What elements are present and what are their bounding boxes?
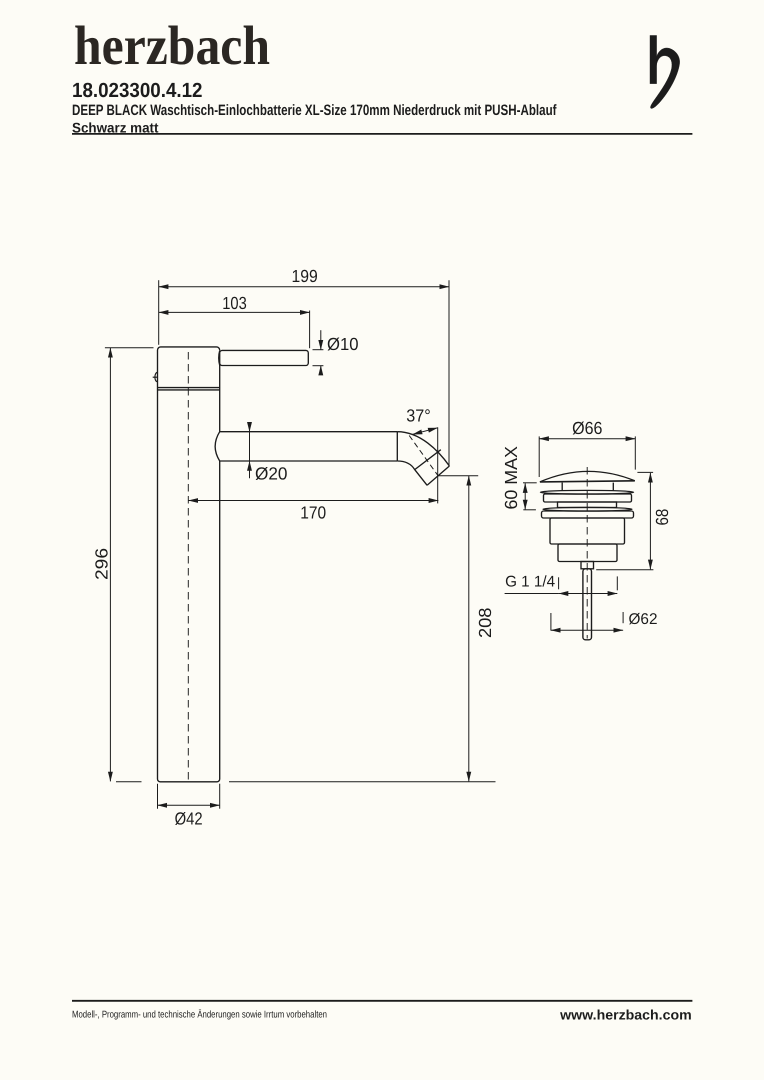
svg-text:Ø20: Ø20 <box>255 463 288 483</box>
svg-text:www.herzbach.com: www.herzbach.com <box>559 1007 692 1022</box>
svg-text:herzbach: herzbach <box>74 16 270 77</box>
svg-text:103: 103 <box>222 293 247 313</box>
svg-text:Modell-, Programm- und technis: Modell-, Programm- und technische Änderu… <box>72 1008 327 1020</box>
svg-text:Ø42: Ø42 <box>175 809 203 829</box>
svg-text:37°: 37° <box>406 405 431 425</box>
svg-text:199: 199 <box>292 266 318 286</box>
svg-text:G 1 1/4: G 1 1/4 <box>505 574 555 591</box>
svg-text:170: 170 <box>300 502 326 522</box>
svg-text:Ø62: Ø62 <box>629 611 658 628</box>
svg-text:60 MAX: 60 MAX <box>501 446 521 510</box>
svg-text:18.023300.4.12: 18.023300.4.12 <box>72 79 203 102</box>
svg-text:68: 68 <box>652 509 672 526</box>
svg-text:Ø10: Ø10 <box>327 334 359 354</box>
svg-text:208: 208 <box>475 608 495 639</box>
svg-text:296: 296 <box>91 548 111 580</box>
svg-text:Schwarz matt: Schwarz matt <box>72 119 159 135</box>
svg-text:DEEP BLACK Waschtisch-Einlochb: DEEP BLACK Waschtisch-Einlochbatterie XL… <box>72 102 557 119</box>
svg-text:Ø66: Ø66 <box>572 418 602 438</box>
